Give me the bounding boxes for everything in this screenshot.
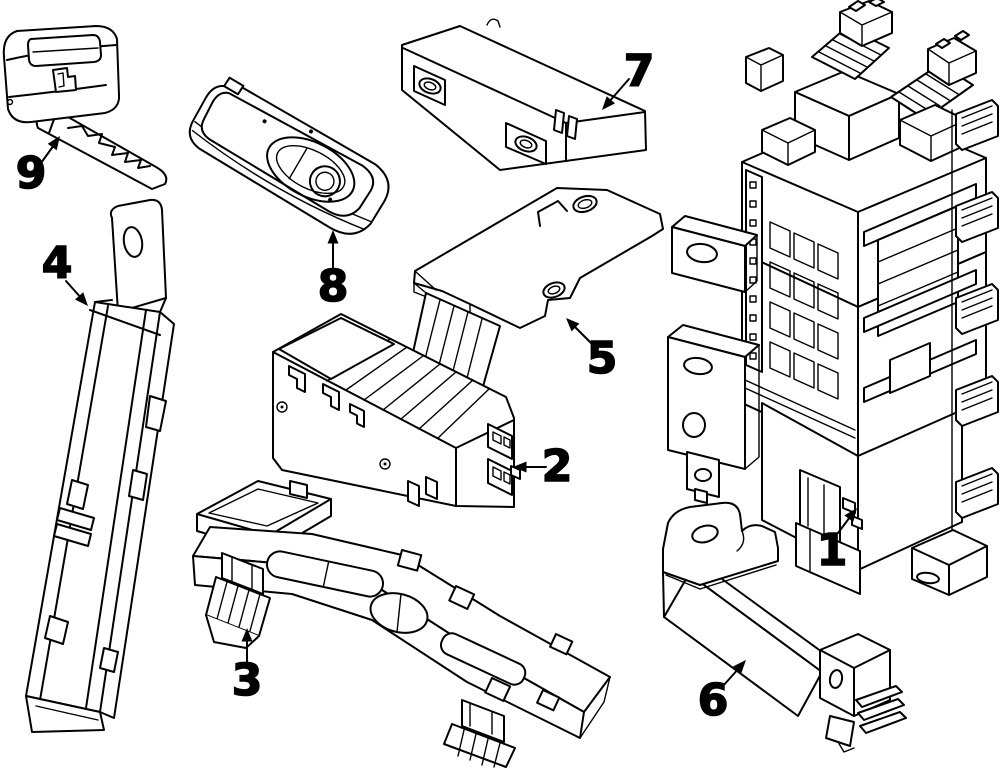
part-3-carrier-bracket-drawing — [192, 480, 611, 768]
callout-label-5: 5 — [586, 333, 618, 384]
callout-label-8: 8 — [317, 261, 349, 312]
part-7-module-drawing — [401, 18, 647, 171]
part-4-bracket-drawing — [25, 198, 175, 733]
callout-arrows — [40, 78, 857, 687]
side-connector-stack — [951, 99, 999, 556]
part-2-module-box-drawing — [272, 313, 521, 508]
callout-arrow-7 — [602, 78, 630, 110]
fuse-strip-holes — [749, 181, 757, 360]
relay-grid — [769, 221, 839, 400]
part-1-fuse-box-drawing — [667, 0, 999, 596]
part-6-antenna-bracket-drawing — [662, 501, 907, 753]
callout-arrow-8 — [327, 230, 339, 270]
callout-arrow-6 — [722, 660, 746, 687]
callout-label-2: 2 — [541, 441, 573, 492]
callout-arrow-5 — [566, 318, 592, 344]
part-9-key-blade-drawing — [2, 25, 168, 190]
callout-arrow-1 — [837, 508, 857, 534]
part-5-bracket-drawing — [411, 187, 664, 391]
callout-label-1: 1 — [816, 525, 848, 576]
callout-arrow-2 — [513, 461, 547, 473]
callout-arrow-3 — [241, 628, 253, 663]
callout-arrow-4 — [65, 280, 88, 306]
callout-label-6: 6 — [697, 675, 729, 726]
callout-label-9: 9 — [15, 148, 47, 199]
callout-arrow-9 — [40, 136, 60, 164]
callout-label-7: 7 — [623, 46, 655, 97]
callout-label-4: 4 — [41, 238, 73, 289]
part-8-remote-fob-drawing — [188, 76, 390, 235]
callout-label-3: 3 — [231, 655, 263, 706]
